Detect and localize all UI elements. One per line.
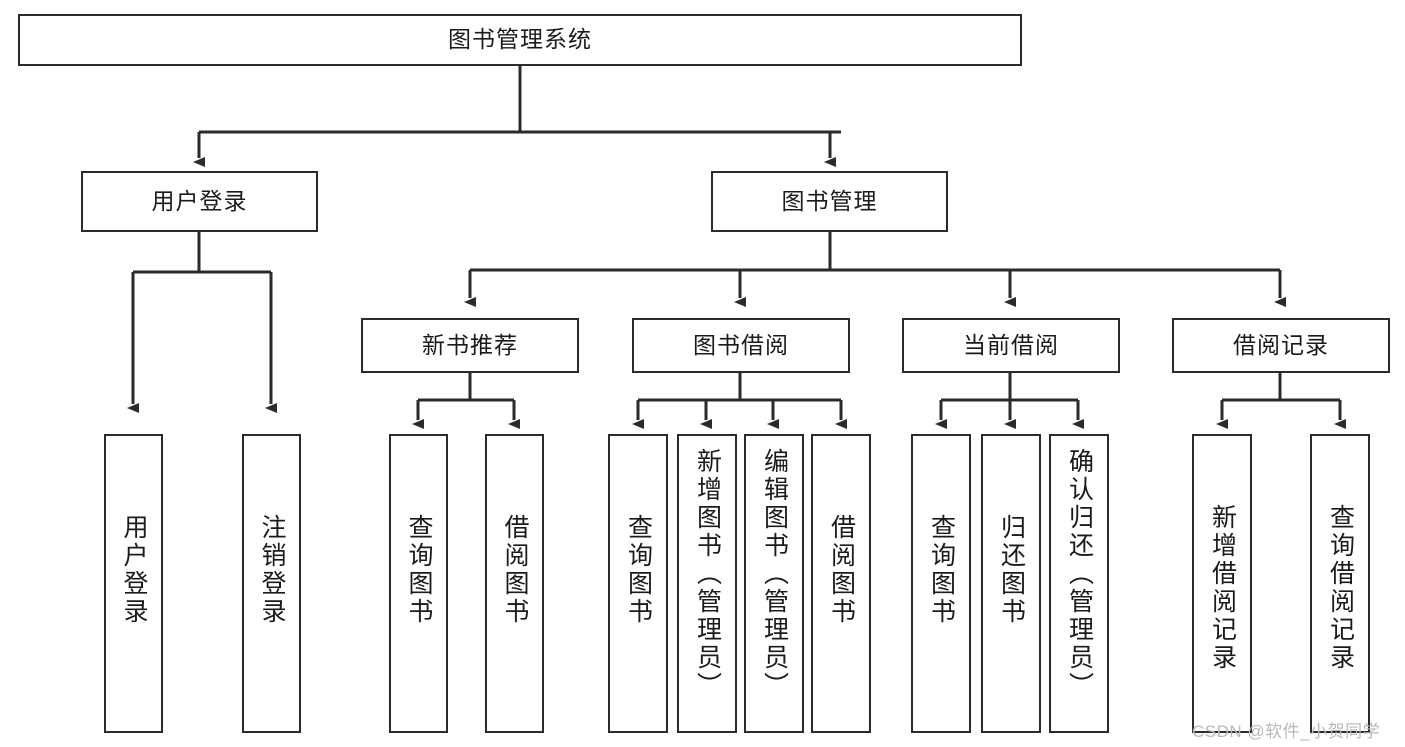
node-leaf-query-book-2-label: 查询图书 <box>624 514 653 626</box>
node-leaf-query-book-2[interactable]: 查询图书 <box>608 434 668 733</box>
node-book-borrow[interactable]: 图书借阅 <box>632 318 850 373</box>
node-root-label: 图书管理系统 <box>448 26 592 53</box>
node-leaf-edit-book[interactable]: 编辑图书（管理员） <box>744 434 804 733</box>
node-leaf-edit-book-label: 编辑图书（管理员） <box>760 448 789 700</box>
node-book-management[interactable]: 图书管理 <box>711 171 948 232</box>
node-leaf-query-book-3[interactable]: 查询图书 <box>911 434 971 733</box>
node-leaf-borrow-book-1[interactable]: 借阅图书 <box>485 434 544 733</box>
node-current-borrow[interactable]: 当前借阅 <box>902 318 1120 373</box>
node-user-login-label: 用户登录 <box>151 187 248 214</box>
node-leaf-add-book-label: 新增图书（管理员） <box>693 448 722 700</box>
node-leaf-query-record-label: 查询借阅记录 <box>1326 504 1355 672</box>
node-leaf-logout-login-label: 注销登录 <box>258 514 286 626</box>
node-leaf-return-book-label: 归还图书 <box>997 514 1026 626</box>
node-leaf-borrow-book-2[interactable]: 借阅图书 <box>811 434 871 733</box>
node-leaf-query-book-1[interactable]: 查询图书 <box>389 434 448 733</box>
node-leaf-confirm-return[interactable]: 确认归还（管理员） <box>1049 434 1109 733</box>
node-borrow-record-label: 借阅记录 <box>1233 331 1329 358</box>
node-leaf-query-book-1-label: 查询图书 <box>405 514 433 626</box>
csdn-watermark: CSDN @软件_小贺同学 <box>1192 722 1381 741</box>
node-leaf-add-record[interactable]: 新增借阅记录 <box>1192 434 1252 733</box>
node-new-book-recommend-label: 新书推荐 <box>422 331 518 358</box>
node-user-login[interactable]: 用户登录 <box>81 171 318 232</box>
node-leaf-query-book-3-label: 查询图书 <box>927 514 956 626</box>
node-leaf-logout-login[interactable]: 注销登录 <box>242 434 301 733</box>
node-leaf-user-login-label: 用户登录 <box>120 514 148 626</box>
node-leaf-confirm-return-label: 确认归还（管理员） <box>1065 448 1094 700</box>
node-current-borrow-label: 当前借阅 <box>963 331 1059 358</box>
node-new-book-recommend[interactable]: 新书推荐 <box>361 318 579 373</box>
node-leaf-borrow-book-1-label: 借阅图书 <box>501 514 529 626</box>
node-leaf-return-book[interactable]: 归还图书 <box>981 434 1041 733</box>
node-borrow-record[interactable]: 借阅记录 <box>1172 318 1390 373</box>
node-book-management-label: 图书管理 <box>781 187 878 214</box>
node-root[interactable]: 图书管理系统 <box>18 14 1022 66</box>
node-book-borrow-label: 图书借阅 <box>693 331 789 358</box>
node-leaf-add-record-label: 新增借阅记录 <box>1208 504 1237 672</box>
node-leaf-user-login[interactable]: 用户登录 <box>104 434 163 733</box>
node-leaf-add-book[interactable]: 新增图书（管理员） <box>677 434 737 733</box>
node-leaf-borrow-book-2-label: 借阅图书 <box>827 514 856 626</box>
node-leaf-query-record[interactable]: 查询借阅记录 <box>1310 434 1370 733</box>
